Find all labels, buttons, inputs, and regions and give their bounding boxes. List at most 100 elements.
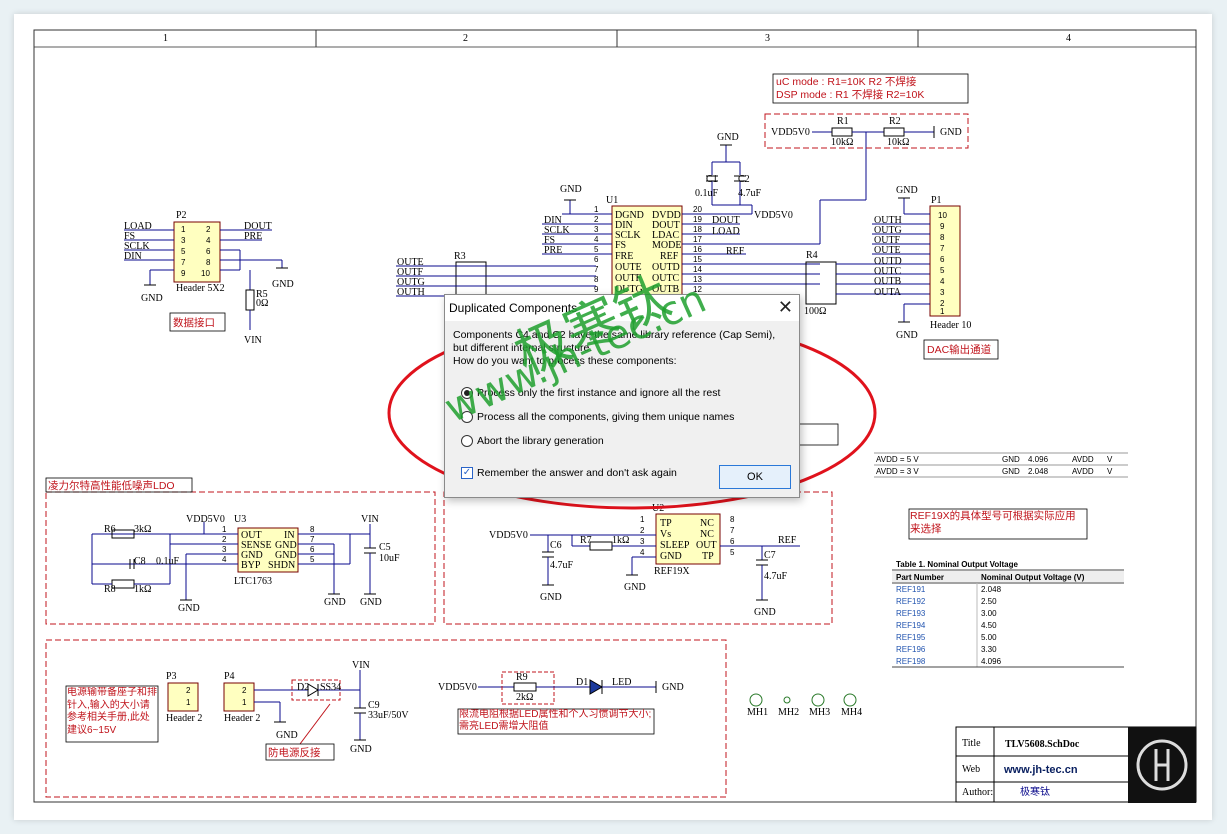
svg-text:7: 7 — [594, 265, 599, 274]
power-input-circuit: P3 21 Header 2 P4 21 Header 2 GND D2 SS3… — [166, 660, 409, 755]
svg-text:OUTB: OUTB — [874, 276, 902, 287]
svg-text:8: 8 — [594, 275, 599, 284]
svg-text:6: 6 — [310, 545, 315, 554]
remember-answer-checkbox[interactable]: ✓ Remember the answer and don't ask agai… — [461, 467, 677, 479]
svg-text:OUTC: OUTC — [874, 266, 902, 277]
svg-text:Author:: Author: — [962, 787, 993, 798]
svg-text:2: 2 — [222, 535, 227, 544]
remember-label: Remember the answer and don't ask again — [477, 467, 677, 479]
svg-text:6: 6 — [206, 247, 211, 256]
svg-text:0.1uF: 0.1uF — [156, 556, 180, 567]
svg-text:3.00: 3.00 — [981, 609, 997, 618]
svg-text:GND: GND — [662, 682, 684, 693]
note-led: 限流电阻根据LED属性和个人习惯调节大小;需亮LED需增大阻值 — [459, 709, 652, 732]
svg-text:REF194: REF194 — [896, 621, 926, 630]
svg-text:6: 6 — [730, 537, 735, 546]
svg-text:GND: GND — [350, 744, 372, 755]
svg-text:Title: Title — [962, 738, 981, 749]
svg-text:1kΩ: 1kΩ — [612, 535, 629, 546]
decoupling-caps: GND C1 0.1uF C2 4.7uF VDD5V0 — [695, 132, 793, 221]
svg-text:DIN: DIN — [124, 251, 142, 262]
svg-text:GND: GND — [141, 293, 163, 304]
svg-text:8: 8 — [730, 515, 735, 524]
svg-text:OUTF: OUTF — [874, 235, 901, 246]
svg-text:OUTH: OUTH — [397, 287, 425, 298]
note-dac-output: DAC输出通道 — [927, 343, 992, 356]
option-process-all[interactable]: Process all the components, giving them … — [461, 411, 734, 423]
svg-text:C2: C2 — [738, 174, 750, 185]
svg-text:GND: GND — [717, 132, 739, 143]
nominal-voltage-table: Table 1. Nominal Output Voltage Part Num… — [892, 560, 1124, 668]
svg-text:GND: GND — [896, 185, 918, 196]
svg-text:OUT: OUT — [696, 540, 717, 551]
svg-text:R3: R3 — [454, 251, 466, 262]
svg-text:P2: P2 — [176, 210, 187, 221]
svg-text:LED: LED — [612, 677, 631, 688]
svg-text:GND: GND — [324, 597, 346, 608]
svg-text:GND: GND — [241, 550, 263, 561]
ok-button[interactable]: OK — [719, 465, 791, 489]
checkmark-icon[interactable]: ✓ — [461, 467, 473, 479]
svg-text:C5: C5 — [379, 542, 391, 553]
svg-text:9: 9 — [181, 269, 186, 278]
svg-text:OUTG: OUTG — [397, 277, 425, 288]
svg-text:2kΩ: 2kΩ — [516, 692, 533, 703]
svg-text:NC: NC — [700, 529, 714, 540]
option-process-first[interactable]: Process only the first instance and igno… — [461, 387, 720, 399]
mounting-holes: MH1 MH2 MH3 MH4 — [747, 693, 862, 718]
svg-text:P1: P1 — [931, 195, 942, 206]
svg-text:VDD5V0: VDD5V0 — [186, 514, 225, 525]
svg-text:SENSE: SENSE — [241, 540, 272, 551]
svg-text:GND: GND — [272, 279, 294, 290]
svg-text:VDD5V0: VDD5V0 — [489, 530, 528, 541]
svg-text:1: 1 — [594, 205, 599, 214]
svg-text:REF: REF — [726, 246, 745, 257]
svg-text:1kΩ: 1kΩ — [134, 584, 151, 595]
svg-text:GND: GND — [660, 551, 682, 562]
header-p2: P2 1 3 5 7 9 2 4 6 8 10 Header 5X2 GND L… — [124, 210, 294, 346]
svg-text:5: 5 — [730, 548, 735, 557]
svg-text:OUTE: OUTE — [615, 262, 642, 273]
svg-text:GND: GND — [940, 127, 962, 138]
svg-text:3kΩ: 3kΩ — [134, 524, 151, 535]
svg-text:2: 2 — [594, 215, 599, 224]
ldo-title: 凌力尔特高性能低噪声LDO — [48, 479, 175, 492]
svg-text:1: 1 — [222, 525, 227, 534]
svg-text:R8: R8 — [104, 584, 116, 595]
svg-text:4.7uF: 4.7uF — [738, 188, 762, 199]
radio-abort[interactable] — [461, 435, 473, 447]
option-abort[interactable]: Abort the library generation — [461, 435, 604, 447]
svg-text:GND: GND — [178, 603, 200, 614]
svg-text:R6: R6 — [104, 524, 116, 535]
note-power-input: 电源输带备座子和排针入,输入的大小请参考相关手册,此处建议6~15V — [67, 687, 157, 736]
svg-text:16: 16 — [693, 245, 702, 254]
svg-text:VIN: VIN — [352, 660, 370, 671]
svg-text:VIN: VIN — [361, 514, 379, 525]
svg-text:3: 3 — [181, 236, 186, 245]
svg-text:7: 7 — [181, 258, 186, 267]
svg-text:LOAD: LOAD — [712, 226, 740, 237]
u2-ref19x: U2 TP Vs SLEEP GND NC NC OUT TP 1 2 3 4 … — [489, 503, 800, 618]
svg-text:DIN: DIN — [615, 220, 633, 231]
svg-text:VDD5V0: VDD5V0 — [438, 682, 477, 693]
radio-process-all[interactable] — [461, 411, 473, 423]
svg-text:Header 5X2: Header 5X2 — [176, 283, 225, 294]
ruler-col-4: 4 — [1066, 33, 1071, 44]
radio-process-first[interactable] — [461, 387, 473, 399]
svg-text:4: 4 — [206, 236, 211, 245]
svg-text:3: 3 — [940, 288, 945, 297]
svg-text:GND: GND — [1002, 455, 1020, 464]
svg-text:R5: R5 — [256, 289, 268, 300]
svg-text:10: 10 — [938, 211, 947, 220]
svg-text:OUTG: OUTG — [874, 225, 902, 236]
svg-text:D2: D2 — [297, 682, 309, 693]
svg-text:13: 13 — [693, 275, 702, 284]
svg-text:LOAD: LOAD — [124, 221, 152, 232]
svg-text:Nominal Output Voltage (V): Nominal Output Voltage (V) — [981, 573, 1085, 582]
svg-text:MH3: MH3 — [809, 707, 830, 718]
svg-text:5: 5 — [181, 247, 186, 256]
svg-text:4: 4 — [222, 555, 227, 564]
svg-text:U1: U1 — [606, 195, 618, 206]
svg-text:C1: C1 — [706, 174, 718, 185]
close-icon[interactable]: ✕ — [777, 297, 793, 317]
